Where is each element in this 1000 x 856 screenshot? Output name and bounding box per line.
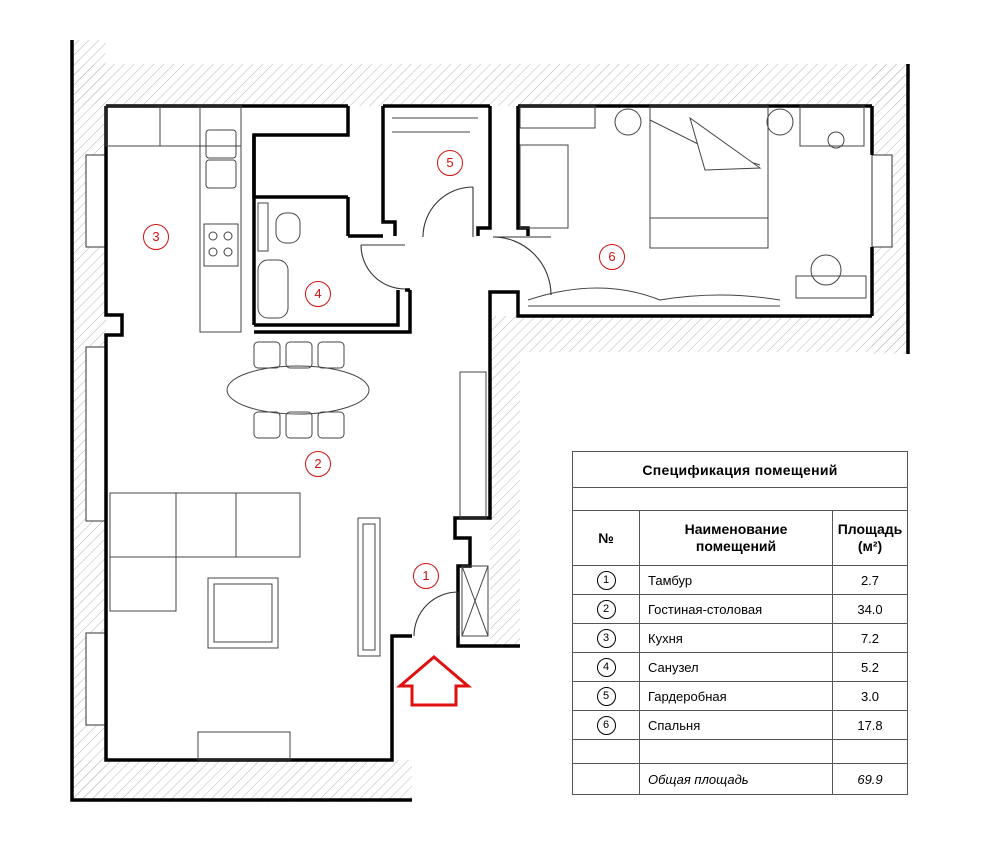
row-name: Гостиная-столовая <box>639 594 833 624</box>
table-row: 6 Спальня 17.8 <box>572 710 908 740</box>
room-tag-6: 6 <box>599 244 625 270</box>
row-area: 7.2 <box>832 623 908 653</box>
table-row: 1 Тамбур 2.7 <box>572 565 908 595</box>
walls <box>70 40 910 802</box>
table-row: 2 Гостиная-столовая 34.0 <box>572 594 908 624</box>
header-num: № <box>572 510 640 566</box>
row-number: 1 <box>596 570 616 590</box>
room-specification-table: Спецификация помещений № Наименование по… <box>572 451 908 795</box>
windows <box>85 154 893 726</box>
header-name: Наименование помещений <box>639 510 833 566</box>
row-area: 17.8 <box>832 710 908 740</box>
row-number: 5 <box>596 686 616 706</box>
room-tag-2: 2 <box>305 451 331 477</box>
row-number: 2 <box>596 599 616 619</box>
row-name: Спальня <box>639 710 833 740</box>
header-area-line1: Площадь <box>837 521 903 537</box>
table-row: 4 Санузел 5.2 <box>572 652 908 682</box>
entrance-arrow-icon <box>395 655 473 707</box>
table-spacer-row <box>572 487 908 511</box>
total-value: 69.9 <box>832 763 908 795</box>
table-blank-cell <box>639 739 833 764</box>
total-label: Общая площадь <box>639 763 833 795</box>
row-area: 34.0 <box>832 594 908 624</box>
table-header-row: № Наименование помещений Площадь (м²) <box>572 510 908 566</box>
room-tag-1: 1 <box>413 563 439 589</box>
row-name: Санузел <box>639 652 833 682</box>
row-area: 3.0 <box>832 681 908 711</box>
header-name-line2: помещений <box>695 538 777 554</box>
table-row: 5 Гардеробная 3.0 <box>572 681 908 711</box>
exterior-wall-hatching <box>72 40 908 802</box>
furniture <box>105 105 867 761</box>
row-number: 3 <box>596 628 616 648</box>
row-area: 2.7 <box>832 565 908 595</box>
header-area: Площадь (м²) <box>832 510 908 566</box>
row-number: 4 <box>596 657 616 677</box>
room-tag-4: 4 <box>305 281 331 307</box>
row-area: 5.2 <box>832 652 908 682</box>
row-name: Тамбур <box>639 565 833 595</box>
row-name: Гардеробная <box>639 681 833 711</box>
table-blank-cell <box>572 739 640 764</box>
door-swings <box>360 186 552 637</box>
table-blank-cell <box>832 739 908 764</box>
table-title: Спецификация помещений <box>572 451 908 488</box>
room-tag-3: 3 <box>143 224 169 250</box>
room-tag-5: 5 <box>437 150 463 176</box>
table-row: 3 Кухня 7.2 <box>572 623 908 653</box>
header-area-line2: (м²) <box>857 538 883 554</box>
table-total-row: Общая площадь 69.9 <box>572 763 908 795</box>
header-name-line1: Наименование <box>684 521 788 537</box>
row-number: 6 <box>596 715 616 735</box>
row-name: Кухня <box>639 623 833 653</box>
